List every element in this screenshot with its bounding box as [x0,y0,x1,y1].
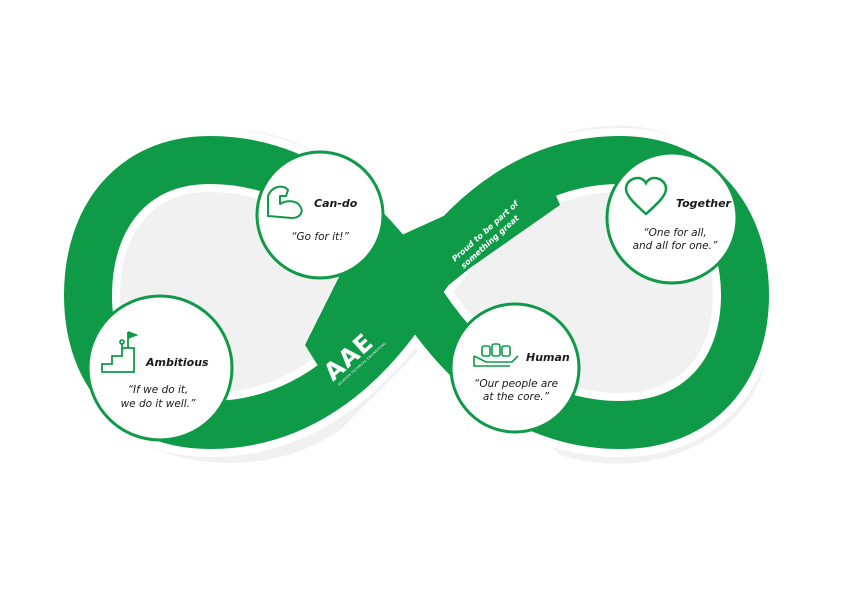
value-quote-line-2: at the core.” [483,391,550,403]
value-quote-line-2: and all for one.” [633,240,718,252]
value-title: Human [526,351,570,364]
crossing-band-shape [305,170,560,385]
value-quote: “Go for it!” [291,231,349,243]
value-quote-line-1: “One for all, [643,227,707,239]
value-quote-line-1: “Our people are [474,378,558,390]
flexed-arm-icon [267,185,303,219]
climbing-steps-icon [101,331,139,373]
people-in-hand-icon [473,343,519,367]
heart-icon [624,176,668,216]
value-title: Can-do [314,197,358,210]
value-circle-together: Together “One for all, and all for one.” [605,151,739,285]
value-title: Together [676,197,732,210]
value-circle-human: Human “Our people are at the core.” [449,302,581,434]
value-circle-ambitious: Ambitious “If we do it, we do it well.” [86,294,234,442]
value-quote-line-1: “If we do it, [128,384,189,396]
value-quote-line-2: we do it well.” [121,398,196,410]
value-circle-can-do: Can-do “Go for it!” [255,150,385,280]
value-title: Ambitious [145,356,209,369]
